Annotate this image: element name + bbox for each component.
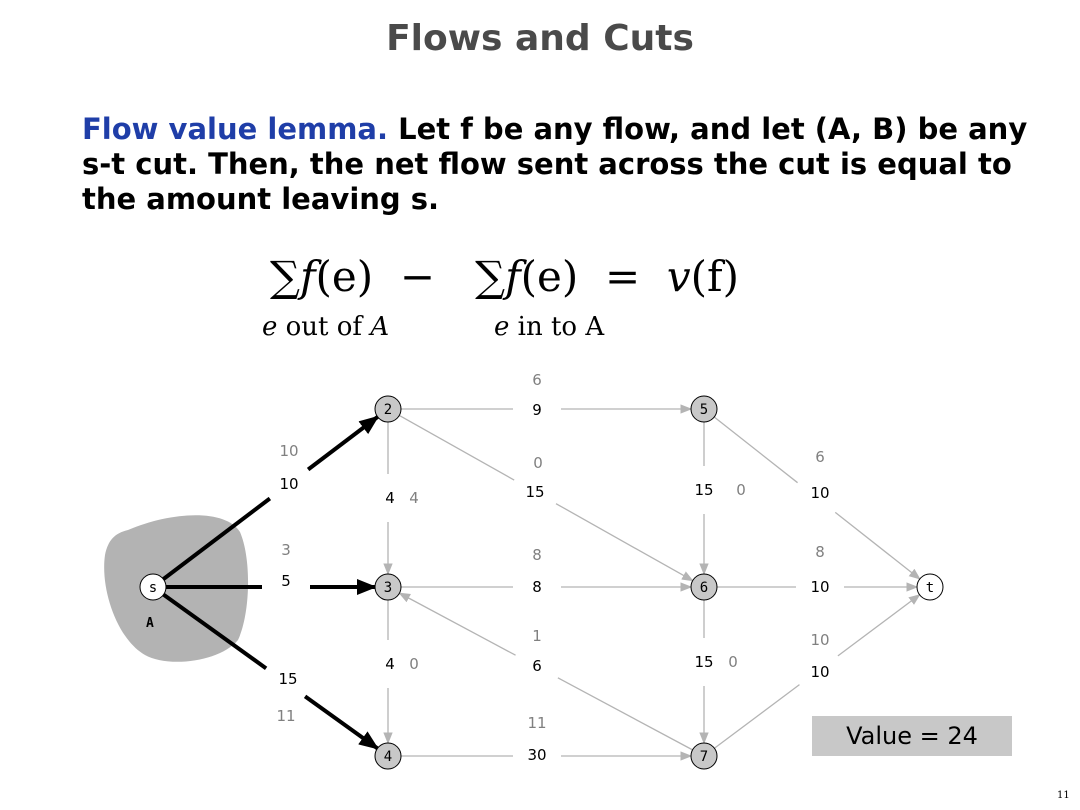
edge-s-2-flow-label: 10 [279, 442, 298, 460]
node-3: 3 [374, 573, 402, 601]
edge-7-3-flow-label: 1 [532, 627, 542, 645]
edge-3-4-capacity-label: 4 [385, 655, 395, 673]
edge-4-7-flow-label: 11 [527, 714, 546, 732]
node-7: 7 [690, 742, 718, 770]
node-2-circle [374, 395, 402, 423]
node-t: t [916, 573, 944, 601]
formula-arg-left: (e) [315, 252, 374, 301]
edge-7-t-capacity-label: 10 [810, 663, 829, 681]
formula-term-right: f [505, 252, 521, 301]
node-s-label: s [149, 580, 157, 596]
edge-2-3-capacity-label: 4 [385, 489, 395, 507]
edge-5-6-flow-label: 0 [736, 481, 746, 499]
edge-6-7-flow-label: 0 [728, 653, 738, 671]
node-6-label: 6 [700, 580, 708, 596]
edge-5-t-flow-label: 6 [815, 448, 825, 466]
formula-result-f: (f) [690, 252, 739, 301]
node-4: 4 [374, 742, 402, 770]
node-4-label: 4 [384, 749, 392, 765]
edge-s-4-segment-b [303, 694, 380, 751]
lemma-heading: Flow value lemma. [82, 112, 389, 146]
flow-value-box: Value = 24 [812, 716, 1012, 756]
lemma-text: Let f be any flow, and let (A, B) be any… [82, 112, 1028, 216]
edge-2-5-flow-label: 6 [532, 371, 542, 389]
node-t-circle [916, 573, 944, 601]
edge-7-t-flow-label: 10 [810, 631, 829, 649]
node-5-circle [690, 395, 718, 423]
edge-2-6-flow-label: 0 [533, 454, 543, 472]
edge-5-t-segment-b [834, 511, 921, 580]
edge-s-2-capacity-label: 10 [279, 475, 298, 493]
node-6-circle [690, 573, 718, 601]
edge-s-2-segment-a [162, 496, 272, 581]
edge-s-4-segment-a [162, 592, 268, 670]
node-s-circle [139, 573, 167, 601]
edge-7-t-segment-b [837, 594, 921, 657]
formula-minus: − [399, 252, 436, 301]
edge-6-7-capacity-label: 15 [694, 653, 713, 671]
edge-s-3-capacity-label: 5 [281, 572, 291, 590]
node-t-label: t [926, 580, 934, 596]
edge-6-t-flow-label: 8 [815, 543, 825, 561]
edge-5-t-segment-a [713, 416, 798, 484]
edge-3-6-capacity-label: 8 [532, 578, 542, 596]
formula-equals: = [605, 252, 641, 301]
edge-2-6-segment-a [399, 414, 515, 481]
node-4-circle [374, 742, 402, 770]
node-2-label: 2 [384, 402, 392, 418]
edge-4-7-capacity-label: 30 [527, 746, 546, 764]
edge-3-4-flow-label: 0 [409, 655, 419, 673]
sum-symbol-right: ∑ [475, 252, 506, 301]
edge-7-3-capacity-label: 6 [532, 657, 542, 675]
edge-s-4-flow-label: 11 [276, 707, 295, 725]
node-7-circle [690, 742, 718, 770]
node-3-label: 3 [384, 580, 392, 596]
node-5: 5 [690, 395, 718, 423]
formula-term-left: f [299, 252, 316, 301]
formula-result-v: v [666, 252, 691, 301]
page-number: 11 [1057, 790, 1070, 801]
edge-2-3-flow-label: 4 [409, 489, 419, 507]
formula-arg-right: (e) [520, 252, 579, 301]
node-5-label: 5 [700, 402, 708, 418]
edge-5-6-capacity-label: 15 [694, 481, 713, 499]
formula-subscript-left: e out of A [262, 312, 390, 342]
edge-s-3-flow-label: 3 [281, 541, 291, 559]
edge-s-4-capacity-label: 15 [278, 670, 297, 688]
edge-5-t-capacity-label: 10 [810, 484, 829, 502]
node-6: 6 [690, 573, 718, 601]
edge-3-6-flow-label: 8 [532, 546, 542, 564]
node-3-circle [374, 573, 402, 601]
lemma-statement: Flow value lemma. Let f be any flow, and… [82, 112, 1042, 217]
node-s: s [139, 573, 167, 601]
edge-s-2-segment-b [306, 415, 380, 472]
edge-7-3-segment-b [398, 592, 516, 656]
node-2: 2 [374, 395, 402, 423]
node-7-label: 7 [700, 749, 708, 765]
edge-7-3-segment-a [557, 677, 693, 751]
sum-symbol-left: ∑ [270, 252, 300, 301]
edge-2-6-segment-b [555, 503, 694, 582]
slide-title: Flows and Cuts [386, 18, 694, 59]
formula-subscript-right: e in to A [494, 312, 605, 342]
flow-formula: ∑f(e) − ∑f(e) = v(f) [270, 252, 870, 301]
edge-2-6-capacity-label: 15 [525, 483, 544, 501]
cut-label-a: A [146, 616, 154, 631]
edge-2-5-capacity-label: 9 [532, 401, 542, 419]
edge-6-t-capacity-label: 10 [810, 578, 829, 596]
edge-7-t-segment-a [714, 684, 800, 749]
